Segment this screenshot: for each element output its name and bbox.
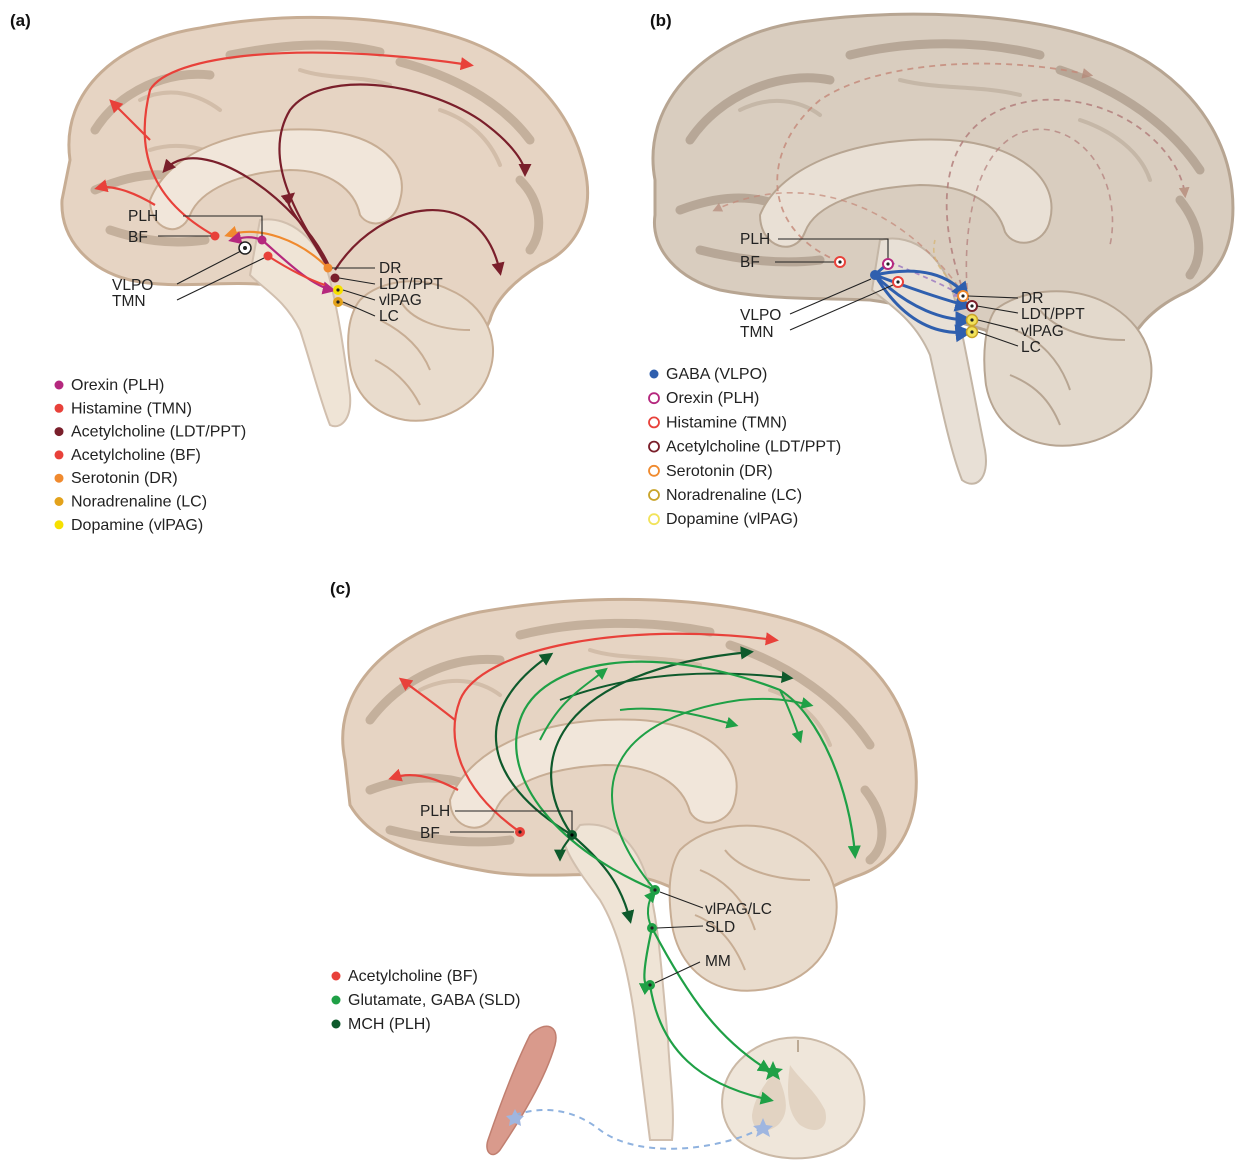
legend-b-marker-1 — [649, 393, 659, 403]
label-bf-a: BF — [128, 229, 148, 246]
legend-c-label-2: MCH (PLH) — [348, 1016, 431, 1033]
legend-b-marker-2 — [649, 417, 659, 427]
legend-a: Orexin (PLH) Histamine (TMN) Acetylcholine… — [55, 377, 247, 534]
panel-b-letter: (b) — [650, 11, 672, 30]
label-vlpag-lc-c: vlPAG/LC — [705, 901, 772, 918]
label-ldt-a: LDT/PPT — [379, 276, 443, 293]
legend-c-marker-2 — [332, 1020, 341, 1029]
label-ldt-b: LDT/PPT — [1021, 306, 1085, 323]
legend-b-label-6: Dopamine (vlPAG) — [666, 511, 798, 528]
label-plh-a: PLH — [128, 208, 158, 225]
legend-a-label-3: Acetylcholine (BF) — [71, 447, 201, 464]
legend-c-marker-1 — [332, 996, 341, 1005]
node-ldt-a — [331, 274, 340, 283]
label-lc-a: LC — [379, 308, 399, 325]
legend-a-marker-5 — [55, 497, 64, 506]
legend-b-label-1: Orexin (PLH) — [666, 390, 759, 407]
legend-c: Acetylcholine (BF) Glutamate, GABA (SLD) M… — [332, 968, 521, 1033]
node-dr-a — [324, 264, 333, 273]
legend-b-label-3: Acetylcholine (LDT/PPT) — [666, 439, 841, 456]
legend-a-label-0: Orexin (PLH) — [71, 377, 164, 394]
legend-a-marker-1 — [55, 404, 64, 413]
panel-a-letter: (a) — [10, 11, 31, 30]
legend-b: GABA (VLPO) Orexin (PLH) Histamine (TMN) Ac… — [649, 366, 841, 528]
muscle — [487, 1026, 556, 1154]
node-bf-a — [211, 232, 220, 241]
legend-b-label-2: Histamine (TMN) — [666, 414, 787, 431]
label-vlpag-a: vlPAG — [379, 292, 422, 309]
panel-c: (c) — [330, 579, 916, 1158]
legend-a-marker-3 — [55, 450, 64, 459]
legend-a-label-4: Serotonin (DR) — [71, 470, 178, 487]
legend-b-label-0: GABA (VLPO) — [666, 366, 767, 383]
legend-b-marker-4 — [649, 466, 659, 476]
label-vlpag-b: vlPAG — [1021, 323, 1064, 340]
legend-b-marker-3 — [649, 442, 659, 452]
label-sld-c: SLD — [705, 919, 735, 936]
panel-b: (b) — [649, 11, 1233, 528]
label-dr-b: DR — [1021, 290, 1043, 307]
node-tmn-a — [264, 252, 273, 261]
node-vlpo-b — [870, 270, 880, 280]
label-plh-b: PLH — [740, 231, 770, 248]
label-tmn-b: TMN — [740, 324, 774, 341]
node-plh-a — [258, 236, 267, 245]
label-vlpo-b: VLPO — [740, 307, 781, 324]
legend-b-marker-5 — [649, 490, 659, 500]
legend-b-marker-6 — [649, 514, 659, 524]
legend-a-label-2: Acetylcholine (LDT/PPT) — [71, 424, 246, 441]
legend-a-marker-4 — [55, 474, 64, 483]
legend-a-label-6: Dopamine (vlPAG) — [71, 517, 203, 534]
legend-b-label-5: Noradrenaline (LC) — [666, 487, 802, 504]
label-dr-a: DR — [379, 260, 401, 277]
panel-b-brain — [653, 14, 1233, 484]
legend-a-marker-0 — [55, 381, 64, 390]
legend-b-label-4: Serotonin (DR) — [666, 463, 773, 480]
legend-c-marker-0 — [332, 972, 341, 981]
legend-a-label-5: Noradrenaline (LC) — [71, 494, 207, 511]
label-lc-b: LC — [1021, 339, 1041, 356]
label-plh-c: PLH — [420, 803, 450, 820]
label-tmn-a: TMN — [112, 293, 146, 310]
legend-a-label-1: Histamine (TMN) — [71, 400, 192, 417]
panel-c-letter: (c) — [330, 579, 351, 598]
legend-b-marker-0 — [650, 370, 659, 379]
label-bf-b: BF — [740, 254, 760, 271]
label-bf-c: BF — [420, 825, 440, 842]
legend-c-label-1: Glutamate, GABA (SLD) — [348, 992, 521, 1009]
panel-a: (a) — [10, 11, 588, 534]
label-vlpo-a: VLPO — [112, 277, 153, 294]
label-mm-c: MM — [705, 953, 731, 970]
legend-a-marker-6 — [55, 520, 64, 529]
legend-a-marker-2 — [55, 427, 64, 436]
legend-c-label-0: Acetylcholine (BF) — [348, 968, 478, 985]
